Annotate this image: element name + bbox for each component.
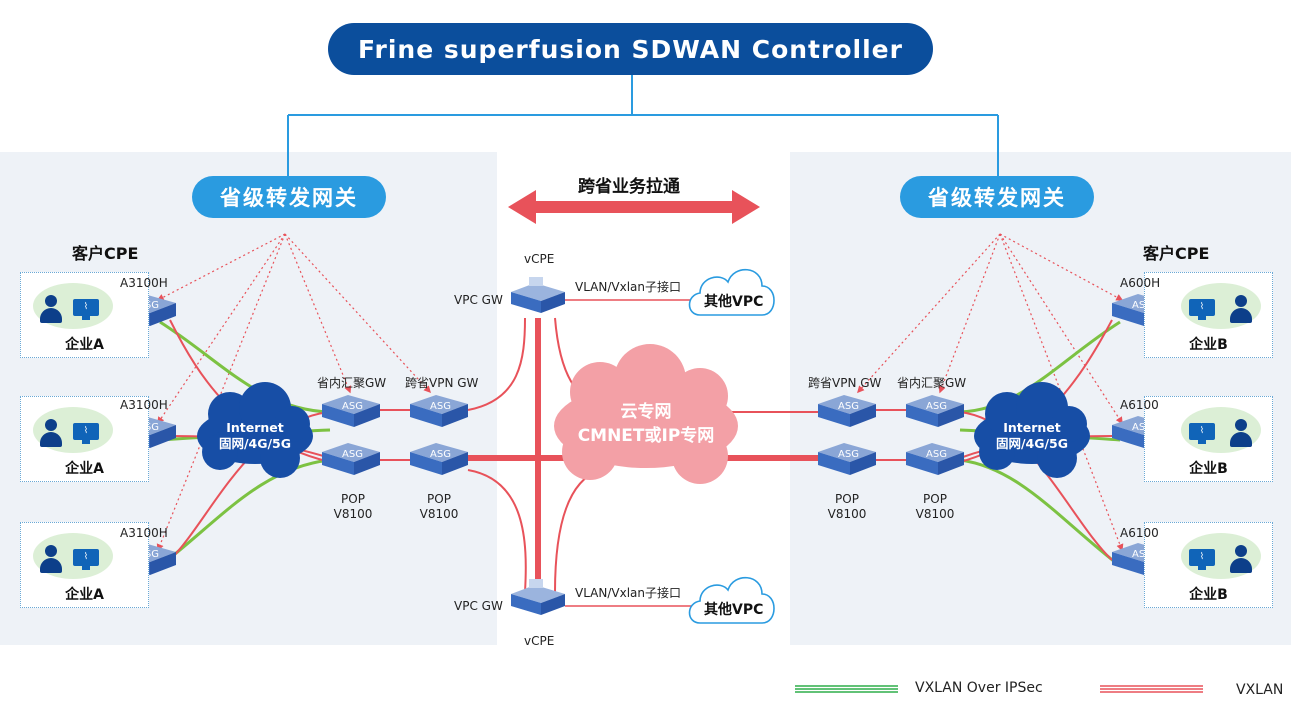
private-cloud — [554, 344, 738, 484]
pop-label-left-1: POP V8100 — [333, 492, 373, 521]
vpn-gw-label-right: 跨省VPN GW — [808, 376, 882, 390]
asg-router-vpn-left: ASG — [410, 395, 468, 427]
model-label-left-1: A3100H — [120, 276, 168, 290]
svg-text:ASG: ASG — [926, 449, 947, 460]
enterprise-box-right-1: ⌇ 企业B — [1144, 272, 1273, 358]
vcpe-router-top — [511, 277, 565, 313]
svg-text:ASG: ASG — [926, 401, 947, 412]
vcpe-label-bottom: vCPE — [524, 634, 555, 648]
person-icon — [1229, 295, 1253, 325]
enterprise-box-right-2: ⌇ 企业B — [1144, 396, 1273, 482]
asg-router-pop-right-2: ASG — [906, 443, 964, 475]
gateway-right: 省级转发网关 — [900, 176, 1094, 218]
model-label-right-1: A600H — [1120, 276, 1161, 290]
sdwan-controller: Frine superfusion SDWAN Controller — [328, 23, 933, 75]
model-label-left-2: A3100H — [120, 398, 168, 412]
subif-label-top: VLAN/Vxlan子接口 — [575, 280, 682, 294]
monitor-icon: ⌇ — [73, 549, 99, 571]
other-vpc-label-top: 其他VPC — [704, 294, 764, 310]
pop-label-right-2: POP V8100 — [915, 492, 955, 521]
person-icon — [1229, 545, 1253, 575]
asg-router-right-3: ASG — [1112, 543, 1170, 575]
left-control-dotted — [156, 233, 431, 552]
asg-router-right-2: ASG — [1112, 416, 1170, 448]
enterprise-name: 企业A — [65, 587, 104, 603]
svg-text:ASG: ASG — [838, 401, 859, 412]
other-vpc-label-bottom: 其他VPC — [704, 602, 764, 618]
enterprise-box-left-3: ⌇ 企业A — [20, 522, 149, 608]
asg-router-agg-left: ASG — [322, 395, 380, 427]
svg-text:ASG: ASG — [342, 449, 363, 460]
person-icon — [39, 419, 63, 449]
pop-label-left-2: POP V8100 — [419, 492, 459, 521]
model-label-right-2: A6100 — [1120, 398, 1159, 412]
pop-label-right-1: POP V8100 — [827, 492, 867, 521]
enterprise-name: 企业B — [1189, 461, 1228, 477]
cross-province-label: 跨省业务拉通 — [578, 177, 680, 197]
svg-text:ASG: ASG — [1132, 549, 1153, 560]
asg-router-vpn-right: ASG — [818, 395, 876, 427]
svg-text:ASG: ASG — [838, 449, 859, 460]
internet-cloud-left — [197, 382, 313, 478]
monitor-icon: ⌇ — [1189, 423, 1215, 445]
vcpe-router-bottom — [511, 579, 565, 615]
svg-text:ASG: ASG — [1132, 300, 1153, 311]
controller-title: Frine superfusion SDWAN Controller — [358, 34, 903, 64]
agg-gw-label-left: 省内汇聚GW — [317, 376, 387, 390]
enterprise-box-left-2: ⌇ 企业A — [20, 396, 149, 482]
internet-cloud-right — [974, 382, 1090, 478]
monitor-icon: ⌇ — [1189, 299, 1215, 321]
right-control-dotted — [857, 233, 1124, 552]
svg-text:ASG: ASG — [430, 449, 451, 460]
asg-router-right-1: ASG — [1112, 294, 1170, 326]
gateway-right-label: 省级转发网关 — [928, 186, 1066, 210]
enterprise-name: 企业A — [65, 337, 104, 353]
asg-router-pop-left-1: ASG — [322, 443, 380, 475]
cross-province-arrow — [508, 190, 760, 224]
monitor-icon: ⌇ — [1189, 549, 1215, 571]
person-icon — [39, 295, 63, 325]
other-vpc-cloud-top — [688, 268, 775, 316]
monitor-icon: ⌇ — [73, 299, 99, 321]
svg-text:ASG: ASG — [430, 401, 451, 412]
svg-text:ASG: ASG — [1132, 422, 1153, 433]
enterprise-name: 企业B — [1189, 337, 1228, 353]
asg-router-pop-right-1: ASG — [818, 443, 876, 475]
legend-green-line — [795, 685, 898, 693]
enterprise-name: 企业B — [1189, 587, 1228, 603]
vpc-gw-label-top: VPC GW — [454, 293, 503, 307]
svg-text:ASG: ASG — [342, 401, 363, 412]
enterprise-box-right-3: ⌇ 企业B — [1144, 522, 1273, 608]
monitor-icon: ⌇ — [73, 423, 99, 445]
person-icon — [39, 545, 63, 575]
subif-label-bottom: VLAN/Vxlan子接口 — [575, 586, 682, 600]
model-label-left-3: A3100H — [120, 526, 168, 540]
vpn-gw-label-left: 跨省VPN GW — [405, 376, 479, 390]
legend-green-label: VXLAN Over IPSec — [915, 680, 1043, 696]
agg-gw-label-right: 省内汇聚GW — [897, 376, 967, 390]
controller-links — [287, 75, 999, 178]
legend-red-line — [1100, 685, 1203, 693]
cpe-title-left: 客户CPE — [72, 244, 139, 263]
asg-router-pop-left-2: ASG — [410, 443, 468, 475]
legend-red-label: VXLAN — [1236, 682, 1284, 698]
vcpe-label-top: vCPE — [524, 252, 555, 266]
gateway-left-label: 省级转发网关 — [220, 186, 358, 210]
enterprise-box-left-1: ⌇ 企业A — [20, 272, 149, 358]
vpc-gw-label-bottom: VPC GW — [454, 599, 503, 613]
other-vpc-cloud-bottom — [688, 576, 775, 624]
cpe-title-right: 客户CPE — [1143, 244, 1210, 263]
person-icon — [1229, 419, 1253, 449]
model-label-right-3: A6100 — [1120, 526, 1159, 540]
asg-router-agg-right: ASG — [906, 395, 964, 427]
gateway-left: 省级转发网关 — [192, 176, 386, 218]
enterprise-name: 企业A — [65, 461, 104, 477]
